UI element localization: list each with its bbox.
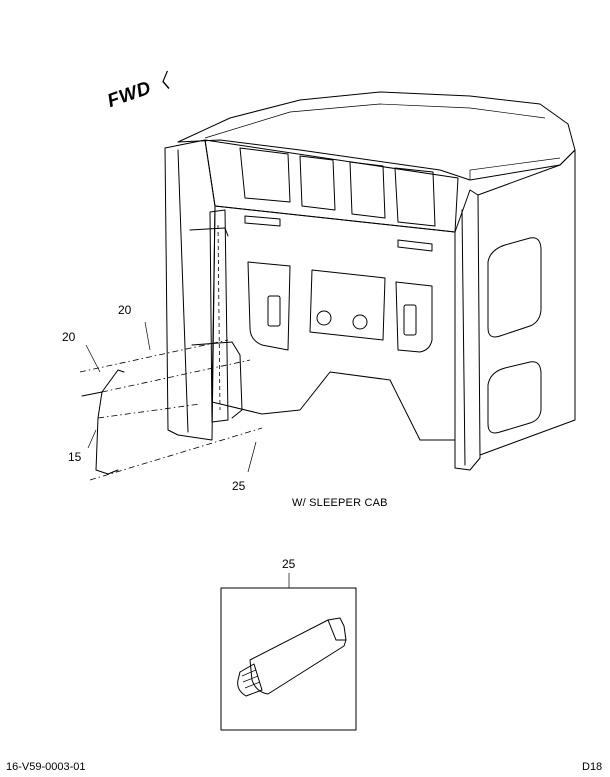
rear-panel <box>211 205 456 441</box>
callout-25-main: 25 <box>232 479 246 493</box>
side-window-upper <box>487 237 542 338</box>
cab-roof <box>177 91 576 181</box>
callout-15: 15 <box>68 450 82 464</box>
right-pillar <box>454 189 481 471</box>
trim-strip <box>209 209 229 423</box>
panel-cutout-center <box>309 269 386 341</box>
callout-20-upper: 20 <box>118 303 132 317</box>
drawing-number: 16-V59-0003-01 <box>6 761 86 773</box>
detail-box-25 <box>220 587 357 731</box>
bracket-part-15 <box>81 391 119 475</box>
callout-25-detail: 25 <box>282 557 296 571</box>
callout-20-lower: 20 <box>62 330 76 344</box>
side-wall <box>477 149 576 456</box>
side-window-lower <box>487 361 542 434</box>
left-pillar <box>164 139 216 441</box>
adhesive-tube <box>237 617 347 697</box>
sheet-number: D18 <box>582 761 603 773</box>
view-caption: W/ SLEEPER CAB <box>292 497 388 509</box>
